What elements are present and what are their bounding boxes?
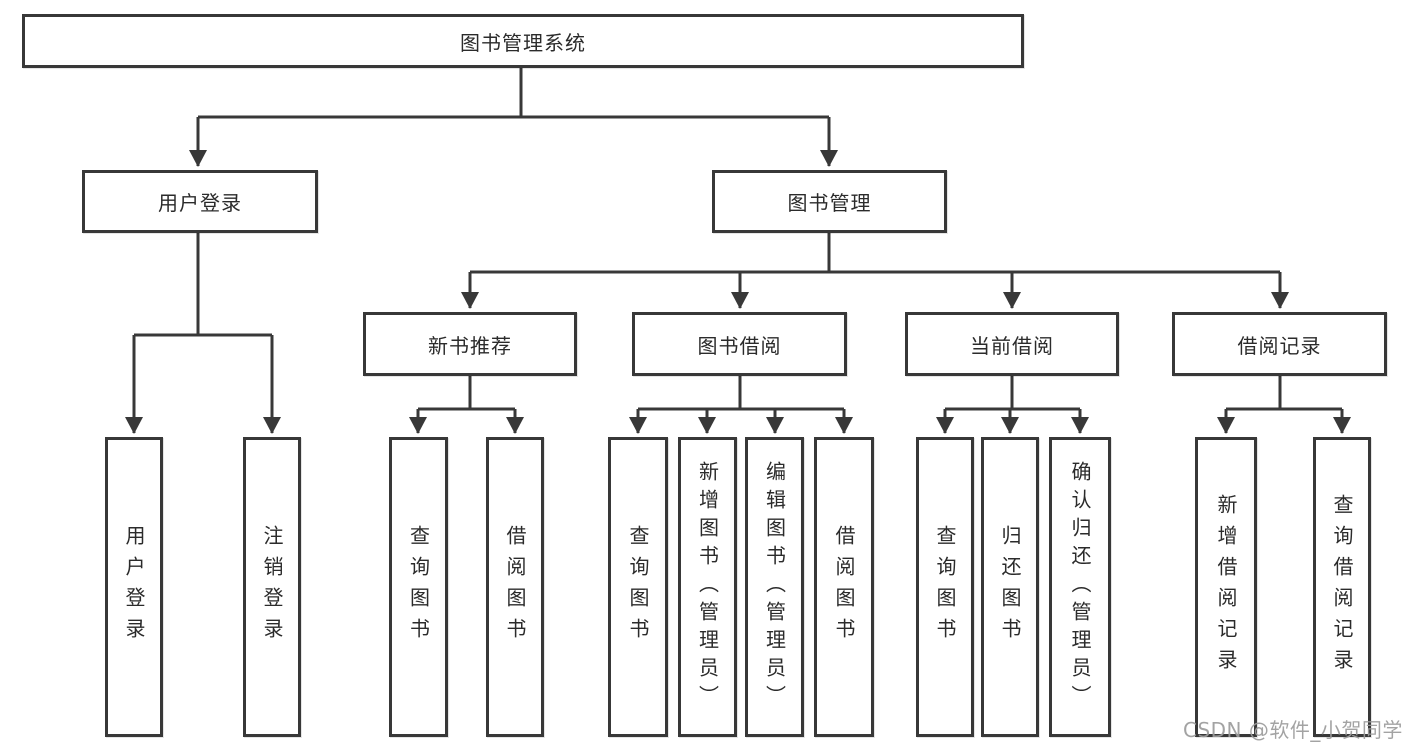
node-book-borrowing: 图书借阅 bbox=[632, 312, 847, 376]
connector-current-children bbox=[936, 376, 1089, 434]
node-book-borrowing-label: 图书借阅 bbox=[697, 333, 782, 358]
node-current-confirm-return-admin-label: 确认归还（管理员） bbox=[1068, 461, 1092, 713]
node-current-borrowing-label: 当前借阅 bbox=[970, 333, 1054, 358]
node-current-borrowing: 当前借阅 bbox=[905, 312, 1119, 376]
node-new-book-recommend: 新书推荐 bbox=[363, 312, 577, 376]
connector-login-children bbox=[125, 233, 281, 434]
node-current-return-books: 归还图书 bbox=[981, 437, 1039, 737]
csdn-watermark: CSDN @软件_小贺同学 bbox=[1183, 718, 1403, 742]
node-borrowing-records: 借阅记录 bbox=[1172, 312, 1387, 376]
node-user-login: 用户登录 bbox=[105, 437, 163, 737]
connector-bookmgmt-children bbox=[461, 233, 1289, 309]
node-records-query-record-label: 查询借阅记录 bbox=[1330, 494, 1354, 680]
node-borrow-borrow-books-label: 借阅图书 bbox=[832, 525, 856, 649]
node-current-query-books-label: 查询图书 bbox=[933, 525, 957, 649]
node-new-book-recommend-label: 新书推荐 bbox=[428, 333, 512, 358]
node-library-management-system-label: 图书管理系统 bbox=[460, 30, 586, 55]
node-current-confirm-return-admin: 确认归还（管理员） bbox=[1049, 437, 1111, 737]
node-borrow-query-books: 查询图书 bbox=[608, 437, 668, 737]
node-user-login-group-label: 用户登录 bbox=[158, 191, 242, 215]
node-library-management-system: 图书管理系统 bbox=[22, 14, 1024, 68]
node-records-add-record: 新增借阅记录 bbox=[1195, 437, 1257, 737]
connector-root-to-level2 bbox=[189, 68, 838, 167]
node-records-query-record: 查询借阅记录 bbox=[1313, 437, 1371, 737]
node-book-management-label: 图书管理 bbox=[787, 191, 872, 215]
node-borrowing-records-label: 借阅记录 bbox=[1237, 333, 1322, 358]
node-logout-login-label: 注销登录 bbox=[260, 525, 284, 649]
node-newbook-query-books: 查询图书 bbox=[389, 437, 448, 737]
connector-records-children bbox=[1217, 376, 1351, 434]
node-newbook-query-books-label: 查询图书 bbox=[406, 525, 431, 649]
node-borrow-edit-books-admin: 编辑图书（管理员） bbox=[745, 437, 804, 737]
node-user-login-label: 用户登录 bbox=[122, 525, 146, 649]
node-user-login-group: 用户登录 bbox=[82, 170, 318, 233]
node-newbook-borrow-books: 借阅图书 bbox=[486, 437, 544, 737]
node-borrow-add-books-admin: 新增图书（管理员） bbox=[678, 437, 737, 737]
node-book-management: 图书管理 bbox=[712, 170, 947, 233]
node-borrow-borrow-books: 借阅图书 bbox=[814, 437, 874, 737]
node-borrow-add-books-admin-label: 新增图书（管理员） bbox=[695, 461, 720, 713]
connector-borrow-children bbox=[629, 376, 853, 434]
node-borrow-query-books-label: 查询图书 bbox=[626, 525, 650, 649]
node-borrow-edit-books-admin-label: 编辑图书（管理员） bbox=[762, 461, 787, 713]
node-current-return-books-label: 归还图书 bbox=[998, 525, 1022, 649]
node-current-query-books: 查询图书 bbox=[916, 437, 974, 737]
node-records-add-record-label: 新增借阅记录 bbox=[1214, 494, 1238, 680]
connector-newbook-children bbox=[409, 376, 524, 434]
node-newbook-borrow-books-label: 借阅图书 bbox=[503, 525, 527, 649]
node-logout-login: 注销登录 bbox=[243, 437, 301, 737]
